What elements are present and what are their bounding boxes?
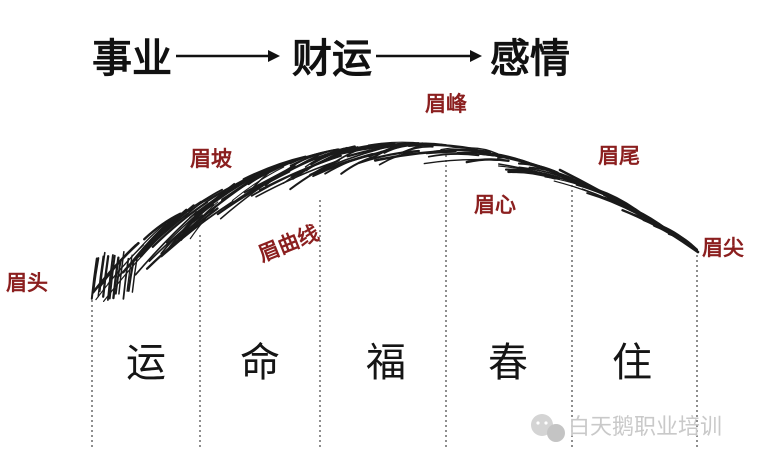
section-label: 春: [488, 340, 528, 386]
label-brow-heart: 眉心: [474, 193, 516, 217]
brow-hair-stroke: [465, 158, 510, 164]
brow-hair-stroke: [330, 142, 396, 159]
section-label: 福: [366, 340, 406, 386]
brow-tail-stroke: [558, 168, 700, 254]
title-career: 事业: [92, 36, 172, 82]
brow-head-hair: [106, 254, 114, 301]
brow-hair-stroke: [440, 147, 479, 151]
watermark-text: 白天鹅职业培训: [568, 415, 722, 440]
brow-hair-stroke: [172, 174, 255, 222]
brow-hair-stroke: [497, 165, 574, 183]
eyebrow-illustration: [90, 141, 700, 303]
brow-hair-stroke: [134, 211, 198, 276]
brow-head-hair: [131, 254, 139, 293]
arrow-icon: [376, 50, 482, 62]
brow-head-hair: [98, 251, 106, 293]
label-brow-tip: 眉尖: [702, 236, 744, 260]
brow-hair-stroke: [151, 200, 209, 249]
brow-hair-stroke: [143, 212, 182, 241]
brow-hair-stroke: [309, 145, 391, 176]
label-brow-head: 眉头: [6, 271, 48, 295]
brow-head-hair: [122, 257, 130, 300]
brow-hair-stroke: [309, 145, 356, 166]
brow-hair-stroke: [553, 180, 630, 209]
brow-hair-stroke: [180, 201, 219, 241]
brow-hair-stroke: [358, 149, 420, 164]
label-brow-peak: 眉峰: [425, 92, 467, 116]
brow-hair-stroke: [368, 142, 424, 158]
title-emotion: 感情: [490, 36, 570, 82]
label-brow-curve: 眉曲线: [255, 221, 322, 267]
brow-hair-stroke: [182, 203, 215, 234]
title-wealth: 财运: [292, 36, 372, 82]
brow-head-hair: [126, 254, 133, 292]
section-label: 运: [126, 340, 166, 386]
title-row: 事业 财运 感情: [92, 36, 570, 82]
section-label: 住: [612, 340, 652, 386]
brow-hair-stroke: [373, 149, 457, 162]
brow-head-hair: [97, 255, 104, 298]
brow-hair-stroke: [478, 153, 542, 168]
label-brow-tail: 眉尾: [598, 144, 640, 168]
brow-head-hair: [102, 255, 110, 298]
brow-hair-stroke: [116, 213, 189, 279]
brow-hair-stroke: [145, 207, 219, 270]
brow-hair-stroke: [160, 222, 193, 255]
section-label: 命: [240, 340, 280, 386]
brow-head-hair: [118, 250, 125, 295]
brow-head-hair: [114, 259, 122, 295]
arrow-icon: [176, 50, 280, 62]
brow-hair-stroke: [324, 152, 374, 175]
brow-head-hair: [127, 259, 135, 292]
brow-hair-stroke: [193, 167, 270, 216]
brow-hair-stroke: [507, 170, 557, 180]
section-labels: 运 命 福 春 住: [126, 340, 652, 386]
brow-head-hair: [92, 257, 100, 293]
brow-hair-stroke: [243, 153, 327, 194]
watermark: 白天鹅职业培训: [531, 414, 722, 442]
brow-head-hair: [112, 256, 120, 300]
brow-hair-stroke: [107, 224, 164, 285]
brow-hair-stroke: [235, 158, 300, 188]
brow-hair-stroke: [255, 160, 338, 198]
label-brow-slope: 眉坡: [190, 147, 232, 171]
brow-hair-stroke: [216, 170, 291, 216]
brow-hair-stroke: [91, 241, 140, 294]
section-dividers: [91, 150, 698, 448]
wechat-icon: [531, 414, 565, 442]
brow-hair-stroke: [427, 153, 480, 158]
brow-hair-stroke: [289, 148, 339, 167]
brow-head-hair: [108, 254, 116, 300]
